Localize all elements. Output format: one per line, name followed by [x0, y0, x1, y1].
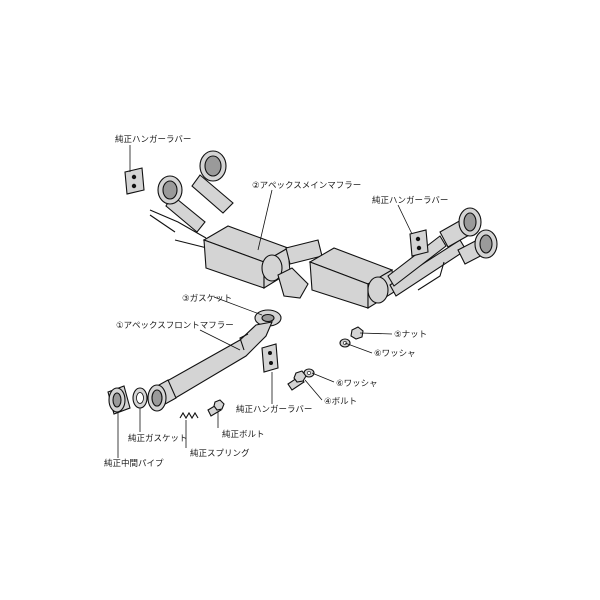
nut-5-part — [350, 326, 364, 340]
oem-spring-part — [179, 411, 199, 420]
main-muffler-right-end — [367, 276, 389, 304]
label-hanger-rubber-left: 純正ハンガーラバー — [115, 134, 191, 145]
main-muffler-left-end — [261, 254, 283, 282]
hanger-rubber-right-part — [409, 229, 429, 257]
label-oem-bolt: 純正ボルト — [222, 429, 265, 440]
oem-gasket-part — [132, 387, 148, 409]
right-hanger-bracket — [417, 261, 445, 291]
label-washer-6a: ⑥ワッシャ — [374, 349, 416, 359]
oem-bolt-part — [207, 399, 225, 417]
main-muffler-inlet — [277, 267, 309, 299]
front-muffler-hanger-rod — [239, 333, 249, 351]
gasket-3-part — [254, 309, 282, 327]
label-main-muffler: ②アペックスメインマフラー — [252, 181, 361, 191]
front-muffler-part — [147, 321, 273, 412]
label-hanger-rubber-center: 純正ハンガーラバー — [236, 404, 312, 415]
label-bolt-4: ④ボルト — [324, 397, 357, 407]
left-tail-pipe-upper — [191, 174, 234, 214]
oem-center-pipe-part — [107, 385, 131, 415]
label-hanger-rubber-right: 純正ハンガーラバー — [372, 195, 448, 206]
leader-lines — [117, 145, 413, 458]
left-hanger-bracket — [149, 209, 207, 239]
label-oem-spring: 純正スプリング — [190, 448, 250, 459]
label-gasket-3: ③ガスケット — [182, 293, 232, 304]
label-oem-center-pipe: 純正中間パイプ — [104, 458, 164, 469]
hanger-rubber-center-part — [261, 343, 279, 373]
main-muffler-assembly — [149, 150, 498, 309]
bolt-4-part — [287, 370, 307, 391]
hanger-rubber-left-part — [124, 167, 145, 195]
label-front-muffler: ①アペックスフロントマフラー — [116, 321, 234, 331]
label-nut-5: ⑤ナット — [394, 330, 427, 340]
label-washer-6b: ⑥ワッシャ — [336, 379, 378, 389]
label-oem-gasket: 純正ガスケット — [128, 433, 188, 444]
